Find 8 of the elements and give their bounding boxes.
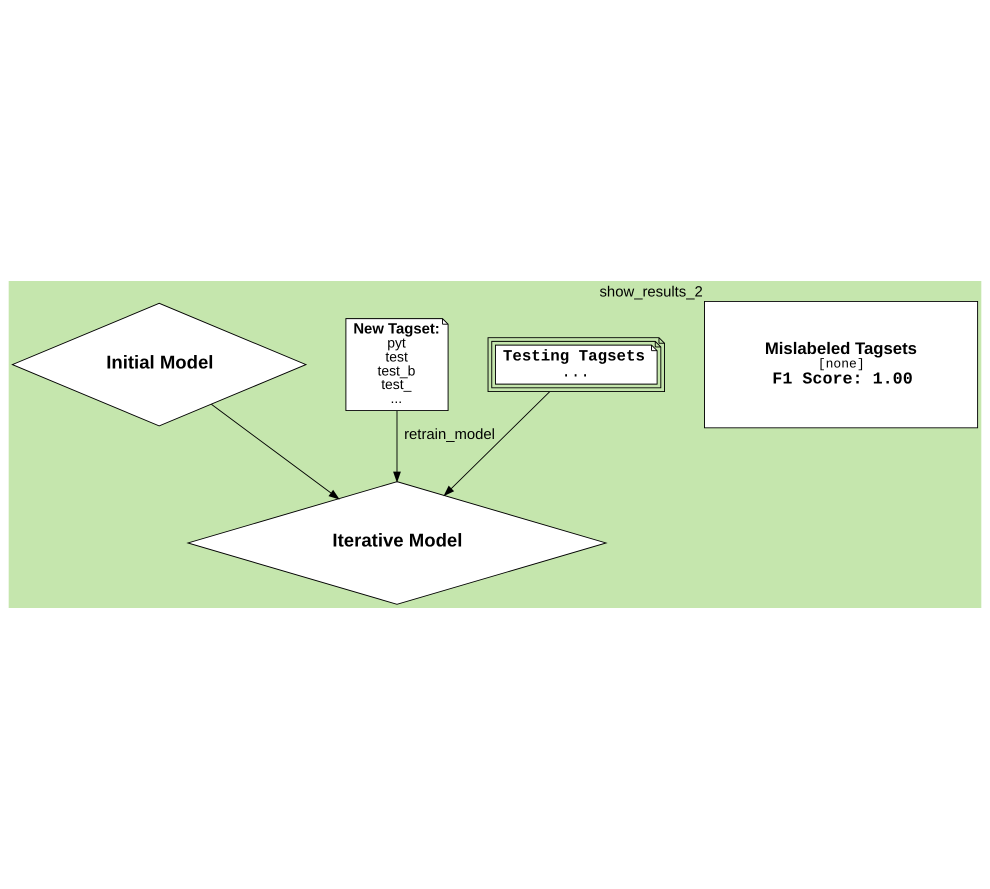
- edge-label: retrain_model: [404, 426, 495, 443]
- node-box: Mislabeled Tagsets [none] F1 Score: 1.00: [704, 300, 978, 428]
- node-diamond: Initial Model: [11, 302, 308, 426]
- arrow: [393, 410, 401, 483]
- node-diamond: Iterative Model: [186, 481, 608, 605]
- arrow: [210, 404, 340, 500]
- arrow: [443, 391, 550, 496]
- node-label: show_results_2: [600, 284, 703, 301]
